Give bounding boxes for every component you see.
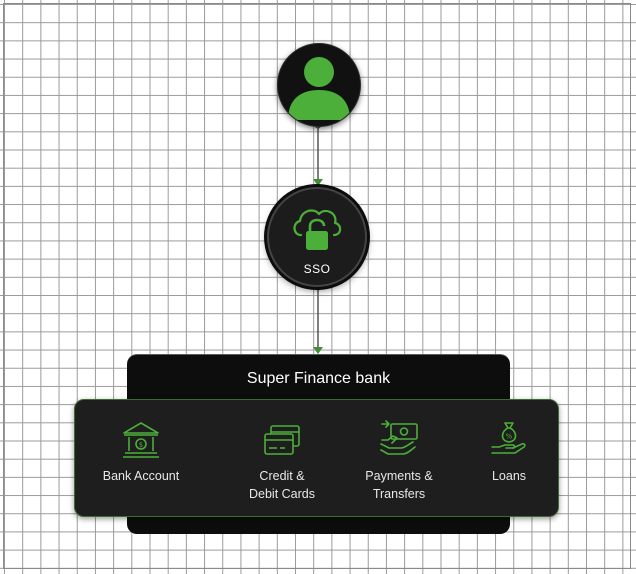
sso-label: SSO xyxy=(303,262,331,276)
bank-title: Super Finance bank xyxy=(246,370,391,387)
payment-transfer-icon xyxy=(380,420,418,455)
bank-icon: $ xyxy=(123,422,159,458)
service-label: Bank Account xyxy=(102,469,180,483)
services-panel: $ Bank Account Credit & Debit Cards Paym… xyxy=(74,399,559,517)
service-label: Credit & Debit Cards xyxy=(249,469,315,501)
service-bank-account: $ Bank Account xyxy=(89,400,193,485)
service-label: Payments & Transfers xyxy=(365,469,433,501)
loan-icon: % xyxy=(491,422,526,454)
credit-cards-icon xyxy=(264,425,300,455)
user-node xyxy=(277,43,361,127)
service-loans: % Loans xyxy=(473,400,545,485)
cloud-lock-icon xyxy=(293,209,342,250)
service-credit-debit-cards: Credit & Debit Cards xyxy=(230,400,334,503)
user-icon xyxy=(288,57,350,120)
connector-sso-to-bank xyxy=(313,283,323,354)
sso-node: SSO xyxy=(267,187,367,287)
connector-user-to-sso xyxy=(313,121,323,186)
service-payments-transfers: Payments & Transfers xyxy=(351,400,447,503)
service-label: Loans xyxy=(491,469,527,483)
svg-text:$: $ xyxy=(139,441,143,449)
svg-text:%: % xyxy=(506,433,513,441)
